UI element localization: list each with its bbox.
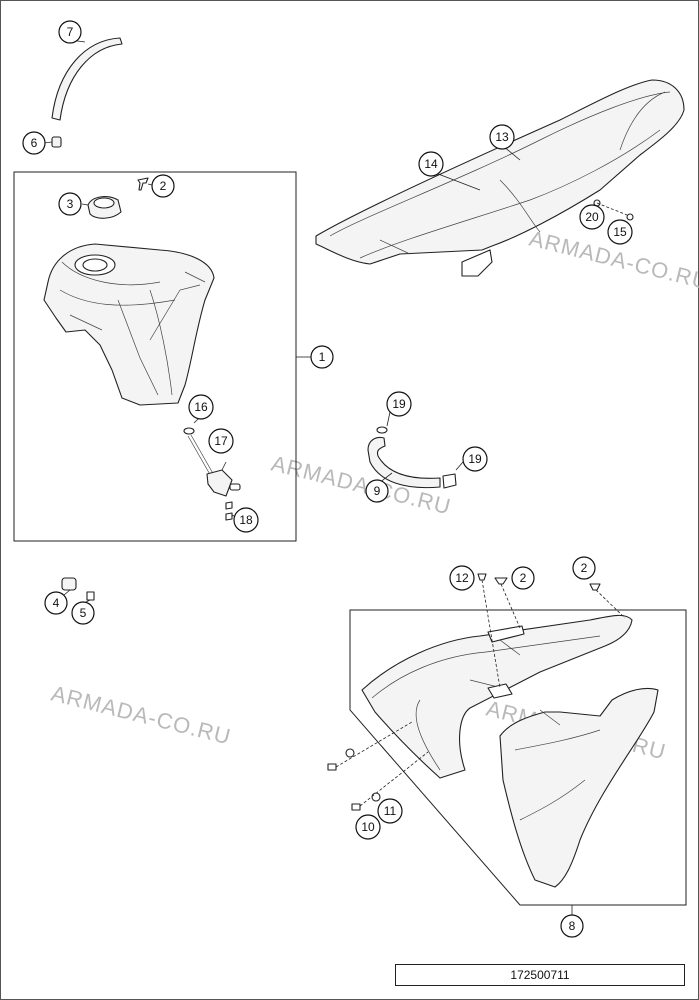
- bushing-part: [61, 577, 95, 603]
- callout-2: 2: [151, 174, 175, 198]
- callout-12: 12: [449, 565, 475, 591]
- seat-fastener-parts: [593, 199, 634, 221]
- fuel-tank-group-box: [13, 171, 297, 542]
- svg-text:2: 2: [160, 179, 167, 193]
- svg-text:1: 1: [319, 350, 326, 364]
- watermark: ARMADA-CO.RU: [49, 681, 234, 750]
- callout-3: 3: [58, 192, 82, 216]
- diagram-code-label: 172500711: [395, 964, 685, 986]
- callout-2c: 2: [572, 556, 596, 580]
- callout-15: 15: [607, 219, 633, 245]
- svg-text:4: 4: [53, 596, 60, 610]
- callout-19b: 19: [462, 446, 488, 472]
- hose-part: [367, 411, 464, 489]
- svg-text:7: 7: [67, 25, 74, 39]
- radiator-shroud-part: [361, 614, 659, 888]
- screw-part: [137, 177, 153, 191]
- svg-text:19: 19: [392, 397, 406, 411]
- svg-text:5: 5: [80, 606, 87, 620]
- breather-valve-part: [43, 136, 62, 148]
- callout-6: 6: [22, 131, 46, 155]
- svg-text:17: 17: [214, 434, 228, 448]
- svg-text:12: 12: [455, 571, 469, 585]
- group-boxes: [13, 171, 687, 915]
- svg-text:16: 16: [194, 400, 208, 414]
- callout-10: 10: [355, 814, 381, 840]
- svg-text:8: 8: [569, 919, 576, 933]
- svg-text:6: 6: [31, 136, 38, 150]
- callout-1: 1: [310, 345, 334, 369]
- callout-11: 11: [377, 798, 403, 824]
- callout-8: 8: [560, 914, 584, 938]
- callout-18: 18: [233, 507, 259, 533]
- callout-5: 5: [71, 601, 95, 625]
- svg-text:18: 18: [239, 513, 253, 527]
- callout-14: 14: [418, 151, 444, 177]
- svg-text:15: 15: [613, 225, 627, 239]
- shroud-group-box: [349, 609, 687, 906]
- callout-20: 20: [579, 204, 605, 230]
- callout-13: 13: [489, 124, 515, 150]
- callout-17: 17: [208, 428, 234, 454]
- callout-7: 7: [58, 20, 82, 44]
- shroud-fasteners: [327, 573, 626, 811]
- svg-text:3: 3: [67, 197, 74, 211]
- seat-part: [315, 79, 685, 277]
- svg-text:13: 13: [495, 130, 509, 144]
- svg-text:11: 11: [384, 804, 397, 818]
- callout-19a: 19: [386, 391, 412, 417]
- callout-4: 4: [44, 591, 68, 615]
- fuel-tank-part: [43, 243, 215, 406]
- callouts: 7 6 2 3 13 14 20 15 1 16 17 18 19 19 9 4…: [22, 20, 633, 938]
- svg-text:14: 14: [424, 157, 438, 171]
- svg-text:2: 2: [581, 561, 588, 575]
- fuel-cap-part: [81, 196, 122, 219]
- callout-2b: 2: [511, 566, 535, 590]
- callout-9: 9: [365, 479, 389, 503]
- svg-text:2: 2: [520, 571, 527, 585]
- svg-text:19: 19: [468, 452, 482, 466]
- svg-text:9: 9: [374, 484, 381, 498]
- svg-text:20: 20: [585, 210, 599, 224]
- breather-hose-part: [51, 37, 123, 121]
- svg-text:10: 10: [361, 820, 375, 834]
- callout-16: 16: [188, 394, 214, 420]
- fuel-tap-assembly: [183, 416, 241, 521]
